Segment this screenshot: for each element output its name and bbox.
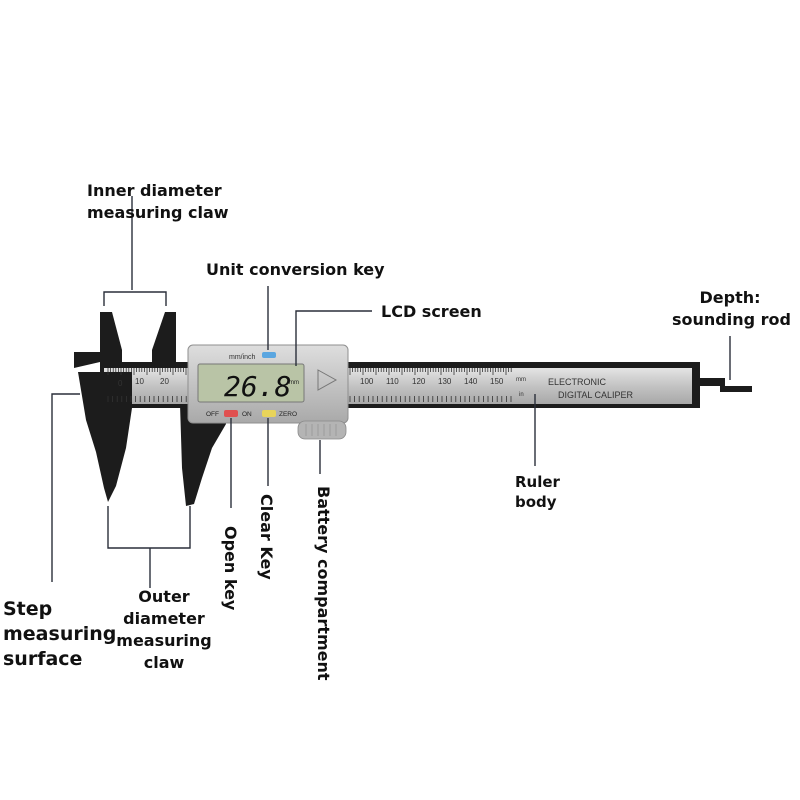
- label-battery-compartment: Battery compartment: [314, 486, 333, 681]
- scale-number: 120: [412, 377, 426, 386]
- scale-in-label: in: [519, 392, 524, 398]
- label-line: diameter: [123, 609, 205, 628]
- open-key-button[interactable]: [224, 410, 238, 417]
- label-open-key: Open key: [221, 526, 240, 611]
- label-line: Outer: [138, 587, 190, 606]
- lcd-screen: [197, 363, 305, 403]
- label-outer-diameter-claw: Outer diameter measuring claw: [110, 586, 218, 674]
- brand-text: ELECTRONIC DIGITAL CALIPER: [548, 377, 634, 400]
- unit-conversion-button[interactable]: [262, 352, 276, 358]
- scale-ticks: [107, 368, 512, 402]
- label-line: measuring claw: [87, 203, 229, 222]
- leader-outer-claw-bracket: [107, 506, 191, 549]
- scale-number: 10: [135, 377, 144, 386]
- scale-mm-label: mm: [516, 377, 526, 383]
- leader-step-surface: [51, 393, 80, 582]
- label-line: Inner diameter: [87, 181, 222, 200]
- sliding-outer-jaw: [180, 404, 226, 506]
- brand-line-1: ELECTRONIC: [548, 377, 607, 387]
- clear-zero-button[interactable]: [262, 410, 276, 417]
- label-line: Step: [3, 598, 53, 620]
- fixed-outer-jaw: [78, 372, 132, 502]
- label-line: measuring: [3, 623, 117, 645]
- label-unit-conversion-key: Unit conversion key: [206, 260, 385, 279]
- label-line: Depth:: [699, 288, 761, 307]
- scale-number: 110: [386, 377, 399, 386]
- inner-diameter-claw-slider: [152, 312, 176, 362]
- brand-line-2: DIGITAL CALIPER: [558, 390, 634, 400]
- scale-number: 140: [464, 377, 478, 386]
- on-label: ON: [242, 411, 252, 418]
- label-ruler-body: Ruler body: [515, 472, 560, 512]
- label-inner-diameter-claw: Inner diameter measuring claw: [87, 180, 229, 224]
- label-lcd-screen: LCD screen: [381, 302, 482, 321]
- label-depth-sounding-rod: Depth: sounding rod: [672, 287, 791, 331]
- off-label: OFF: [206, 411, 219, 418]
- label-line: surface: [3, 648, 83, 670]
- scale-number: 150: [490, 377, 504, 386]
- leader-lcd-screen: [295, 310, 372, 366]
- unit-button-label: mm/inch: [229, 354, 256, 361]
- scale-number: 20: [160, 377, 169, 386]
- zero-label: ZERO: [279, 411, 297, 418]
- label-clear-key: Clear Key: [257, 494, 276, 580]
- scale-numbers: 0 10 20 100 110 120 130 140 150 mm in: [118, 377, 526, 398]
- label-line: Ruler: [515, 473, 560, 491]
- slider-triangle-icon: [317, 369, 338, 391]
- depth-rod: [690, 378, 752, 392]
- label-line: claw: [143, 653, 185, 672]
- lcd-unit: mm: [289, 380, 299, 386]
- scale-number: 130: [438, 377, 452, 386]
- label-line: measuring: [116, 631, 212, 650]
- label-step-measuring-surface: Step measuring surface: [3, 597, 116, 672]
- label-line: sounding rod: [672, 310, 791, 329]
- fixed-jaw-top: [74, 352, 100, 368]
- lcd-reading: 26.8: [224, 370, 291, 403]
- inner-diameter-claw: [100, 312, 122, 362]
- battery-compartment: [297, 420, 347, 440]
- leader-inner-claw-bracket: [103, 291, 167, 306]
- scale-number: 0: [118, 379, 123, 388]
- scale-number: 100: [360, 377, 374, 386]
- battery-grip-lines: [305, 424, 337, 436]
- label-line: body: [515, 493, 557, 511]
